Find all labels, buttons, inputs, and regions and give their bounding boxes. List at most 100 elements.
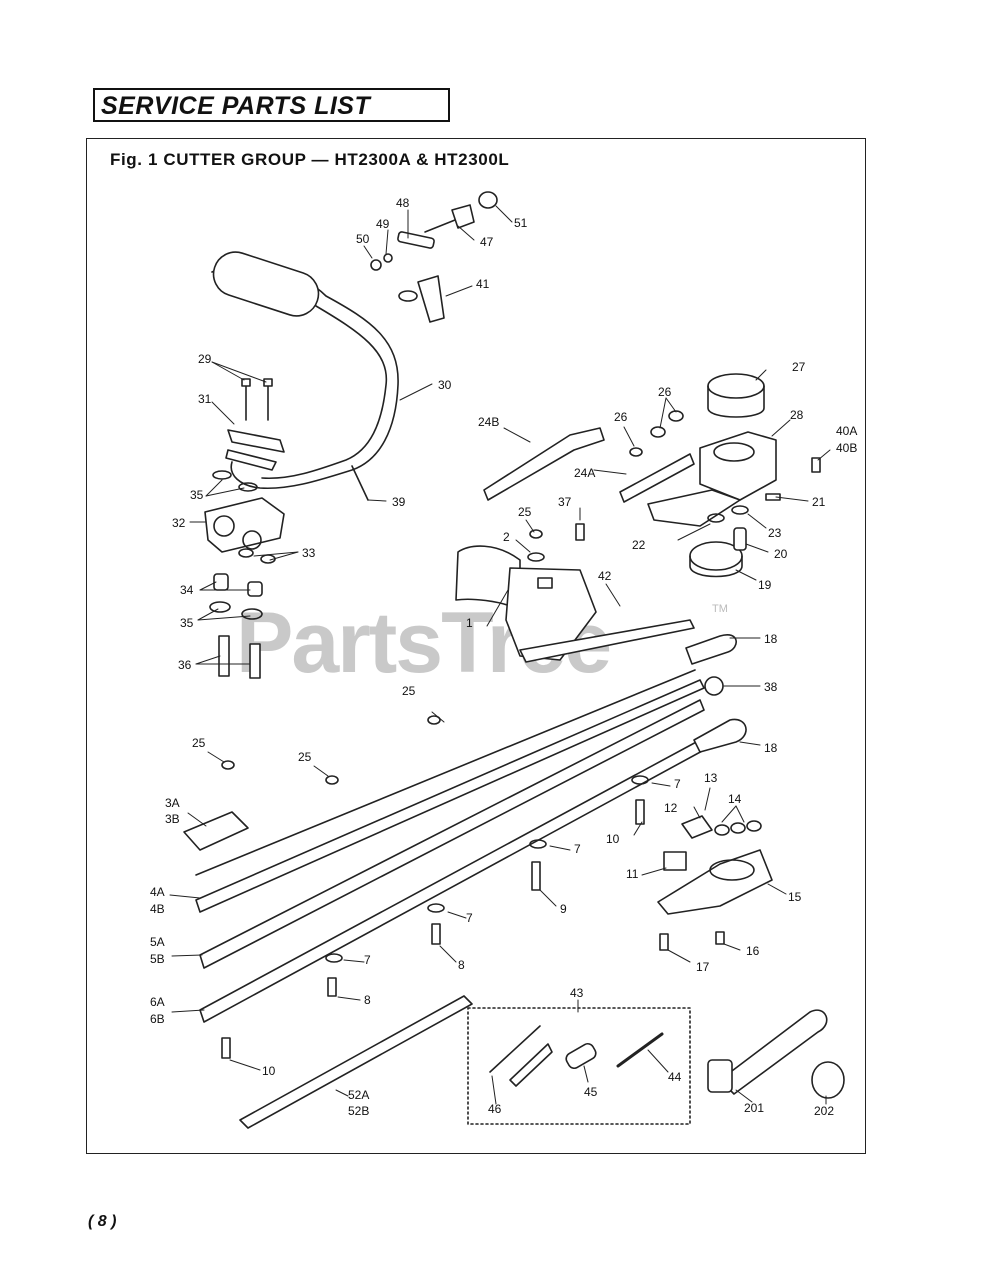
callout-16: 16 <box>746 944 760 958</box>
callout-12: 12 <box>664 801 678 815</box>
section-title: SERVICE PARTS LIST <box>101 92 371 120</box>
section-title-box: SERVICE PARTS LIST <box>93 88 450 122</box>
callout-45: 45 <box>584 1085 598 1099</box>
tools-44-46 <box>489 1025 664 1087</box>
callout-37: 37 <box>558 495 572 509</box>
callout-38: 38 <box>764 680 778 694</box>
callout-30: 30 <box>438 378 452 392</box>
callout-7d: 7 <box>364 953 371 967</box>
callout-36: 36 <box>178 658 192 672</box>
socket-201 <box>707 1059 733 1093</box>
clamp-31 <box>227 429 285 453</box>
lower-case-11-15 <box>657 815 773 951</box>
link-arm-18a <box>685 634 737 665</box>
callout-2: 2 <box>503 530 510 544</box>
callout-39: 39 <box>392 495 406 509</box>
callout-27: 27 <box>792 360 806 374</box>
gear-case-32 <box>204 470 285 564</box>
callout-48: 48 <box>396 196 410 210</box>
gear-19-20 <box>689 505 749 578</box>
page-number: ( 8 ) <box>88 1213 117 1230</box>
handle-part <box>211 251 399 501</box>
callout-49: 49 <box>376 217 390 231</box>
throttle-parts <box>370 191 498 323</box>
bar-42 <box>519 619 695 663</box>
blade-4 <box>195 679 705 913</box>
callout-25b: 25 <box>402 684 416 698</box>
gearbox-27-28 <box>647 373 777 527</box>
plate-24A <box>619 453 695 503</box>
callout-25d: 25 <box>298 750 312 764</box>
callout-19: 19 <box>758 578 772 592</box>
file-52 <box>239 995 473 1129</box>
callout-18b: 18 <box>764 741 778 755</box>
callout-17: 17 <box>696 960 710 974</box>
callout-50: 50 <box>356 232 370 246</box>
callout-40A: 40A <box>836 424 857 438</box>
callout-10b: 10 <box>262 1064 276 1078</box>
callout-25c: 25 <box>192 736 206 750</box>
callout-4B: 4B <box>150 902 165 916</box>
callout-42: 42 <box>598 569 612 583</box>
blade-6 <box>199 739 705 1023</box>
callout-47: 47 <box>480 235 494 249</box>
clamp-31-lower <box>225 449 277 471</box>
callout-31: 31 <box>198 392 212 406</box>
circlip-38 <box>704 676 724 696</box>
callout-43: 43 <box>570 986 584 1000</box>
callout-7a: 7 <box>674 777 681 791</box>
callout-35b: 35 <box>180 616 194 630</box>
callout-3A: 3A <box>165 796 180 810</box>
link-arm-18b <box>693 718 747 753</box>
figure-frame <box>86 138 866 1154</box>
spacers-34-35-36 <box>209 573 263 679</box>
callout-26b: 26 <box>658 385 672 399</box>
spanner-202 <box>811 1061 845 1099</box>
leader-lines <box>169 205 831 1105</box>
callout-6B: 6B <box>150 1012 165 1026</box>
callout-15: 15 <box>788 890 802 904</box>
callout-24B: 24B <box>478 415 499 429</box>
callout-6A: 6A <box>150 995 165 1009</box>
callout-52A: 52A <box>348 1088 369 1102</box>
callout-10a: 10 <box>606 832 620 846</box>
callout-46: 46 <box>488 1102 502 1116</box>
callout-14: 14 <box>728 792 742 806</box>
watermark-tm: TM <box>712 603 728 615</box>
plate-3A <box>183 811 249 851</box>
callout-25a: 25 <box>518 505 532 519</box>
callout-33: 33 <box>302 546 316 560</box>
nuts-and-washers <box>221 410 821 785</box>
bar-upper <box>195 669 696 876</box>
callout-7b: 7 <box>574 842 581 856</box>
callout-22: 22 <box>632 538 646 552</box>
blade-5 <box>199 699 705 969</box>
callout-13: 13 <box>704 771 718 785</box>
figure-caption: Fig. 1 CUTTER GROUP — HT2300A & HT2300L <box>110 150 510 169</box>
callout-7c: 7 <box>466 911 473 925</box>
callout-44: 44 <box>668 1070 682 1084</box>
callout-201: 201 <box>744 1101 764 1115</box>
callout-3B: 3B <box>165 812 180 826</box>
callout-23: 23 <box>768 526 782 540</box>
callout-20: 20 <box>774 547 788 561</box>
callout-24A: 24A <box>574 466 595 480</box>
callout-28: 28 <box>790 408 804 422</box>
tool-kit-box <box>467 1007 691 1125</box>
callout-21: 21 <box>812 495 826 509</box>
plate-24B <box>483 427 605 501</box>
callout-29: 29 <box>198 352 212 366</box>
bolt-group-29 <box>241 378 273 421</box>
callout-9: 9 <box>560 902 567 916</box>
callout-labels: 1 2 3A 3B 4A 4B 5A 5B 6A 6B 7 7 7 7 8 8 … <box>150 196 857 1118</box>
callout-202: 202 <box>814 1104 834 1118</box>
callout-5B: 5B <box>150 952 165 966</box>
callout-18a: 18 <box>764 632 778 646</box>
callout-1: 1 <box>466 616 473 630</box>
callout-4A: 4A <box>150 885 165 899</box>
callout-26a: 26 <box>614 410 628 424</box>
callout-40B: 40B <box>836 441 857 455</box>
callout-34: 34 <box>180 583 194 597</box>
callout-8b: 8 <box>364 993 371 1007</box>
